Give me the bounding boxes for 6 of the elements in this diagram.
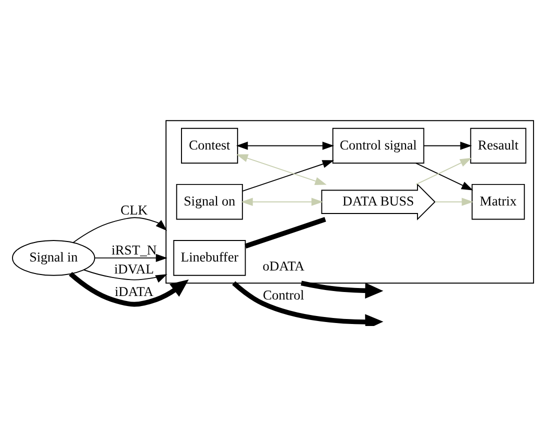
edge-label: CLK: [120, 202, 148, 218]
edge-label: oDATA: [262, 258, 304, 274]
edge-label: iDATA: [114, 284, 154, 299]
edge-label: iDVAL: [114, 262, 154, 277]
edge-label: Control: [262, 288, 304, 303]
edge-label: iRST_N: [112, 242, 157, 258]
